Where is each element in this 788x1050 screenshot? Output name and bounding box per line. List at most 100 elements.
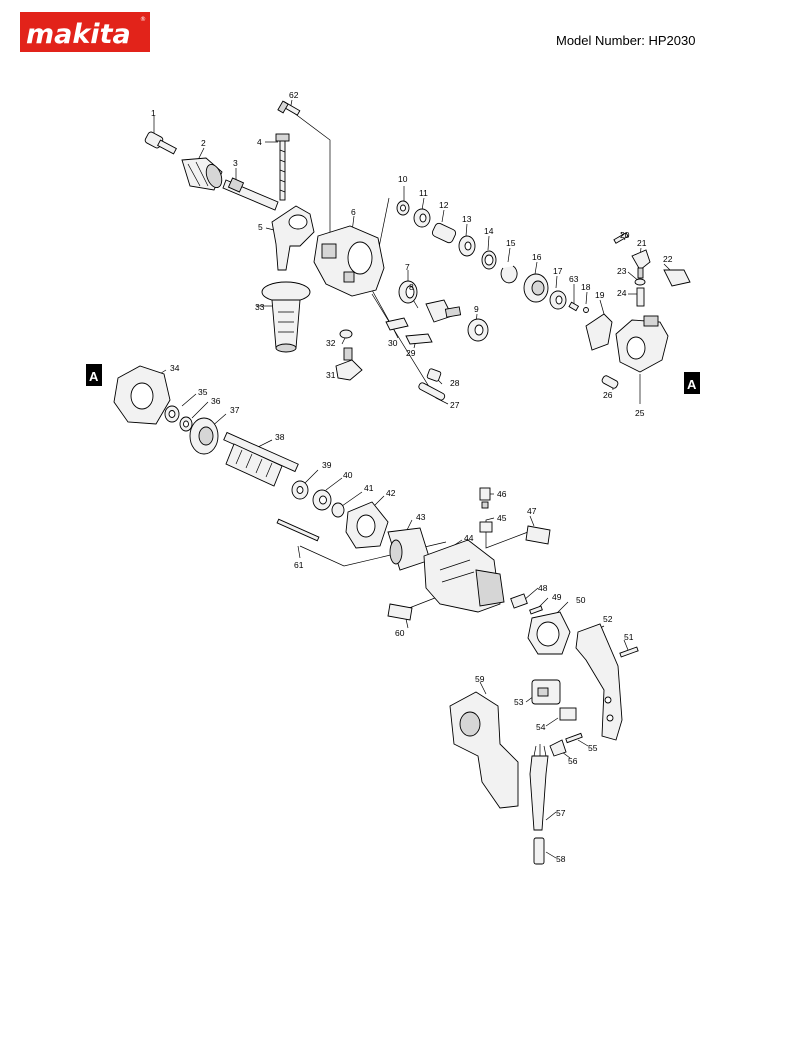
part-13-bearing (458, 235, 476, 257)
part-47-name-plate (525, 525, 551, 545)
part-6-gear-housing (313, 225, 385, 297)
part-number: 38 (275, 432, 285, 442)
part-24-pin (636, 287, 645, 307)
part-number: 57 (556, 808, 566, 818)
part-number: 60 (395, 628, 405, 638)
part-number: 36 (211, 396, 221, 406)
part-49-screw (529, 605, 543, 615)
makita-logo: makita ® (20, 12, 150, 52)
part-4-depth-rod (275, 133, 290, 201)
part-number: 58 (556, 854, 566, 864)
part-63-steel-ball (568, 301, 580, 312)
part-number: 2 (201, 138, 206, 148)
part-48-connector (510, 593, 528, 609)
part-22-lever-plate (663, 269, 691, 287)
part-9-ball-bearing (467, 318, 489, 342)
part-number: 33 (255, 302, 265, 312)
part-37-helical-gear (189, 417, 219, 455)
part-number: 19 (595, 290, 605, 300)
part-20-pin (613, 232, 629, 244)
page-marker-a-right: A (684, 372, 700, 394)
part-number: 25 (635, 408, 645, 418)
part-number: 4 (257, 137, 262, 147)
part-number: 41 (364, 483, 374, 493)
part-55-screw (565, 732, 583, 744)
part-14-ring (481, 250, 497, 270)
part-number: 21 (637, 238, 647, 248)
part-51-screw (619, 646, 639, 658)
part-number: 37 (230, 405, 240, 415)
part-17-clutch (549, 290, 567, 310)
part-number: 7 (405, 262, 410, 272)
part-62-screw (277, 100, 301, 116)
part-number: 40 (343, 470, 353, 480)
part-number: 8 (409, 282, 414, 292)
part-33-side-grip (261, 281, 311, 353)
part-number: 22 (663, 254, 673, 264)
part-number: 59 (475, 674, 485, 684)
part-46-carbon-brush (479, 487, 491, 509)
part-29-plate (405, 333, 433, 345)
part-30-spring (385, 317, 409, 331)
part-number: 56 (568, 756, 578, 766)
part-27-pin (418, 382, 446, 401)
part-31-lever (335, 347, 363, 381)
part-number: 35 (198, 387, 208, 397)
logo-text: makita (26, 19, 131, 50)
part-number: 17 (553, 266, 563, 276)
part-number: 52 (603, 614, 613, 624)
part-number: 28 (450, 378, 460, 388)
part-number: 53 (514, 697, 524, 707)
part-15-retaining-ring (500, 265, 518, 284)
part-number: 49 (552, 592, 562, 602)
part-43-field (387, 527, 431, 571)
part-number: 14 (484, 226, 494, 236)
part-number: 29 (406, 348, 416, 358)
parts (113, 100, 691, 865)
part-number: 39 (322, 460, 332, 470)
part-number: 51 (624, 632, 634, 642)
part-8-spindle-gear (425, 299, 462, 323)
part-36-bearing (179, 416, 193, 432)
part-5-grip-clamp (271, 205, 315, 271)
part-52-handle-set (575, 623, 623, 741)
part-number: 30 (388, 338, 398, 348)
part-19-gasket (585, 313, 613, 351)
part-60-label (387, 603, 413, 621)
part-number: 63 (569, 274, 579, 284)
part-number: 48 (538, 583, 548, 593)
logo-background (20, 12, 150, 52)
page-marker-a-left: A (86, 364, 102, 386)
part-number: 3 (233, 158, 238, 168)
part-18-ball (583, 307, 589, 313)
part-28-rubber (426, 368, 442, 382)
part-number: 31 (326, 370, 336, 380)
part-50-motor-cover (527, 611, 571, 655)
part-56-strain-relief (549, 739, 567, 757)
part-number: 26 (603, 390, 613, 400)
part-34-bearing-retainer (113, 365, 171, 425)
part-number: 9 (474, 304, 479, 314)
part-number: 46 (497, 489, 507, 499)
part-number: 16 (532, 252, 542, 262)
part-10-hole (400, 204, 406, 212)
part-number: 11 (419, 188, 428, 198)
part-number: 12 (439, 200, 449, 210)
part-23-o-ring (634, 278, 646, 286)
part-54-capacitor (559, 707, 577, 721)
part-number: 27 (450, 400, 460, 410)
part-25-bearing-box (615, 315, 669, 373)
part-21-change-lever (631, 249, 651, 279)
part-26-pin (601, 375, 619, 389)
part-42-baffle-plate (345, 501, 389, 549)
part-number: 23 (617, 266, 627, 276)
part-number: 44 (464, 533, 474, 543)
page-marker-a-right-label: A (687, 377, 697, 392)
part-number-labels: 1 2 3 4 5 6 7 8 9 10 11 12 13 14 15 16 1… (151, 90, 673, 864)
part-number: 18 (581, 282, 591, 292)
part-35-washer (164, 405, 180, 423)
part-53-switch (531, 679, 561, 705)
part-44-motor-housing (423, 539, 505, 613)
part-40-bearing (312, 489, 332, 511)
